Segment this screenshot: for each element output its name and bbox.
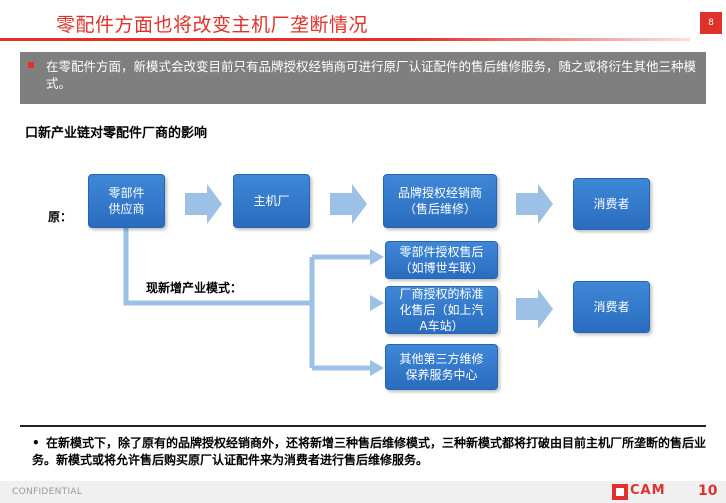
- oem-box: 主机厂: [233, 174, 310, 228]
- branch-down-line: [123, 228, 312, 306]
- arrow-icons: [185, 184, 553, 329]
- consumer-box-new: 消费者: [573, 281, 650, 333]
- summary-box: 在零配件方面，新模式会改变目前只有品牌授权经销商可进行原厂认证配件的售后维修服务…: [20, 52, 706, 104]
- page-number-badge: 8: [700, 12, 722, 34]
- square-bullet-icon: [28, 62, 34, 68]
- parts-after-sales-box: 零部件授权售后 （如博世车联）: [385, 241, 498, 279]
- title-divider: [0, 38, 690, 41]
- dealer-box: 品牌授权经销商 （售后维修）: [383, 174, 497, 228]
- arrow-dealer-consumer-icon: [516, 184, 553, 224]
- value-chain-diagram: 原： 现新增产业模式： 零部件 供应商 主机厂 品牌授权经销商 （售后维修） 消…: [0, 160, 726, 410]
- logo-anniversary: 10: [698, 483, 718, 499]
- cam-logo-mark-icon: [612, 484, 628, 500]
- arrow-supplier-oem-icon: [185, 184, 222, 224]
- logo-text: CAM: [630, 483, 666, 498]
- arrowhead-top-icon: [370, 249, 384, 265]
- page-title: 零配件方面也将改变主机厂垄断情况: [56, 14, 369, 36]
- arrow-oem-dealer-icon: [330, 184, 367, 224]
- third-party-service-box: 其他第三方维修 保养服务中心: [385, 344, 498, 390]
- arrowhead-mid-icon: [370, 295, 384, 311]
- oem-standard-after-sales-box: 厂商授权的标准 化售后（如上汽 A车站）: [385, 286, 498, 334]
- confidential-label: CONFIDENTIAL: [12, 487, 83, 497]
- branch-arrowheads: [370, 249, 384, 376]
- summary-text: 在零配件方面，新模式会改变目前只有品牌授权经销商可进行原厂认证配件的售后维修服务…: [46, 59, 697, 91]
- original-label: 原：: [48, 210, 73, 224]
- section-heading: 口新产业链对零配件厂商的影响: [25, 126, 208, 141]
- supplier-box: 零部件 供应商: [88, 174, 165, 228]
- consumer-box-original: 消费者: [573, 178, 650, 230]
- branch-lines: [123, 228, 372, 371]
- cam-logo: CAM 10: [612, 483, 722, 501]
- diagram-connectors: [123, 184, 553, 376]
- arrowhead-bottom-icon: [370, 360, 384, 376]
- arrow-newmodes-consumer-icon: [516, 289, 553, 329]
- title-bar: 零配件方面也将改变主机厂垄断情况 8: [0, 0, 726, 48]
- footer: CONFIDENTIAL CAM 10: [0, 481, 726, 503]
- bullet-dot-icon: •: [32, 436, 40, 450]
- conclusion-box: •在新模式下，除了原有的品牌授权经销商外，还将新增三种售后维修模式，三种新模式都…: [20, 425, 706, 469]
- new-mode-label: 现新增产业模式：: [146, 281, 243, 295]
- conclusion-text: 在新模式下，除了原有的品牌授权经销商外，还将新增三种售后维修模式，三种新模式都将…: [32, 436, 707, 467]
